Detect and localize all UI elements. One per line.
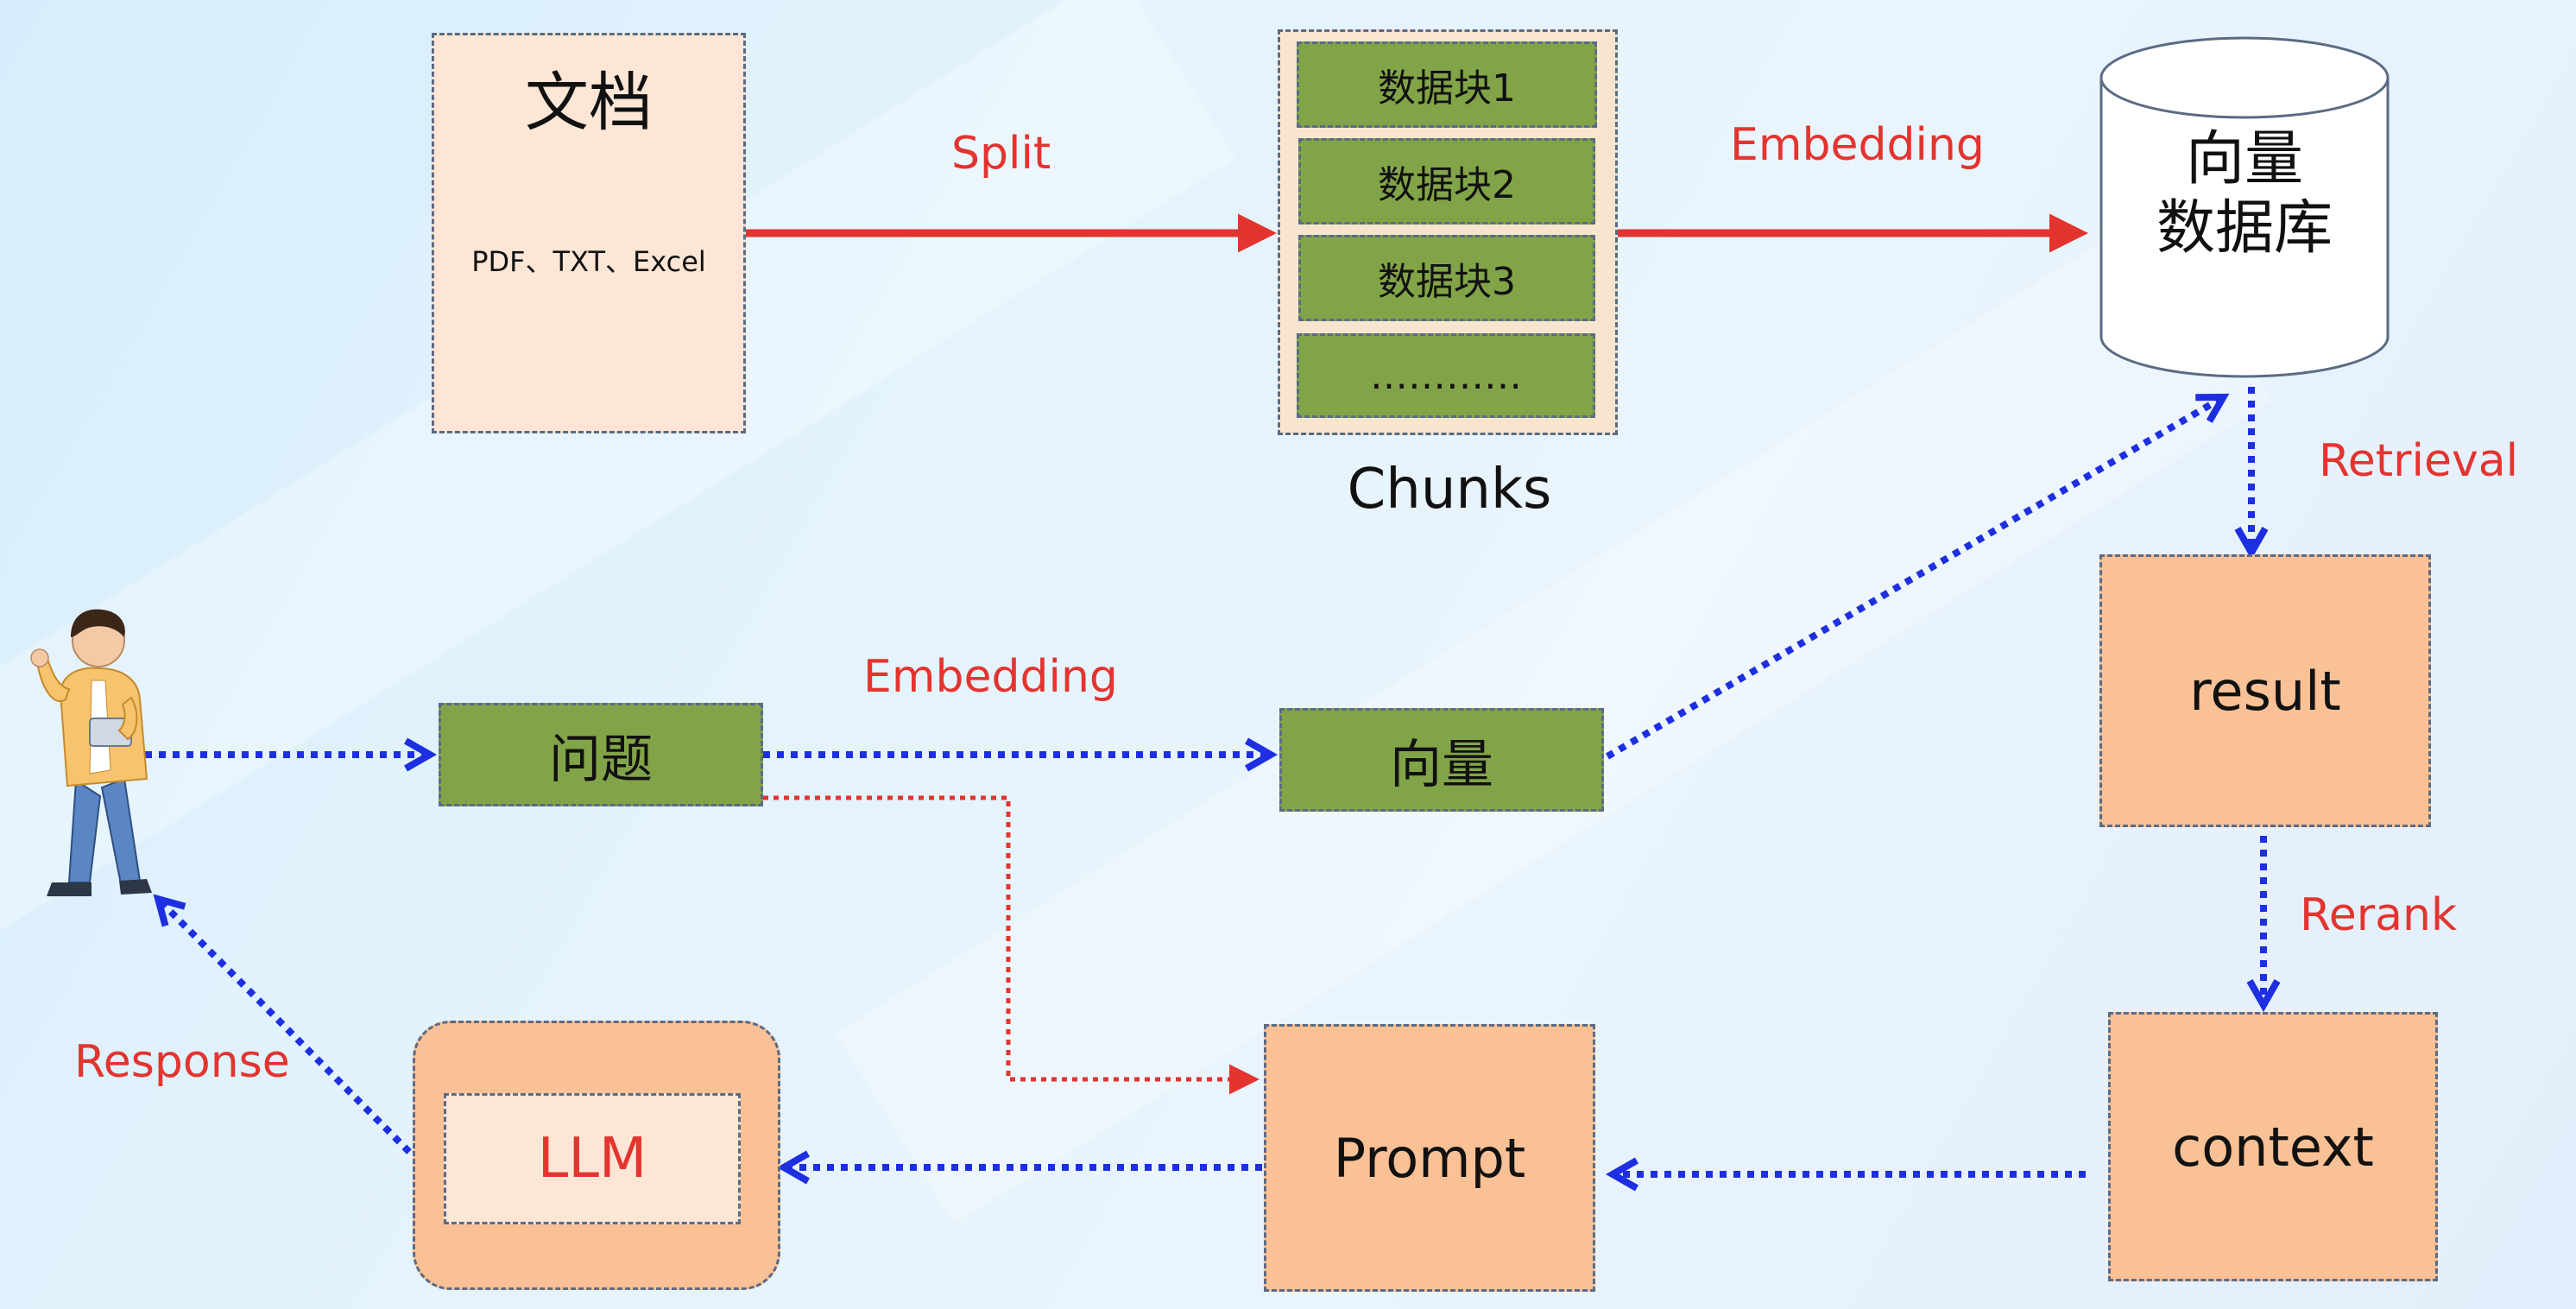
database-cylinder-icon [2099,36,2390,378]
context-node: context [2108,1012,2438,1281]
split-label: Split [951,128,1051,180]
chunks-label: Chunks [1347,458,1552,522]
response-arrow [153,894,412,1154]
user-person-icon [17,598,173,917]
llm-node: LLM [444,1093,741,1224]
response-label: Response [74,1036,290,1088]
embedding-label-mid: Embedding [863,651,1118,703]
result-node: result [2099,554,2431,827]
question-node: 问题 [439,703,763,806]
document-node: 文档 PDF、TXT、Excel [432,33,746,433]
document-title: 文档 [525,66,653,140]
chunk-item: ………… [1297,333,1595,418]
database-label-line2: 数据库 [2156,194,2333,263]
embedding-label-top: Embedding [1730,119,1985,171]
query-vector-node: 向量 [1279,708,1604,812]
vector-database: 向量 数据库 [2098,35,2391,380]
database-label-line1: 向量 [2185,125,2303,193]
rerank-label: Rerank [2300,889,2458,941]
question-to-prompt-arrow [763,795,1260,1095]
retrieval-label: Retrieval [2319,435,2519,487]
document-formats: PDF、TXT、Excel [471,245,706,279]
chunk-item: 数据块1 [1297,41,1597,128]
chunk-item: 数据块3 [1298,235,1595,321]
chunk-item: 数据块2 [1298,138,1595,224]
prompt-node: Prompt [1264,1024,1595,1292]
